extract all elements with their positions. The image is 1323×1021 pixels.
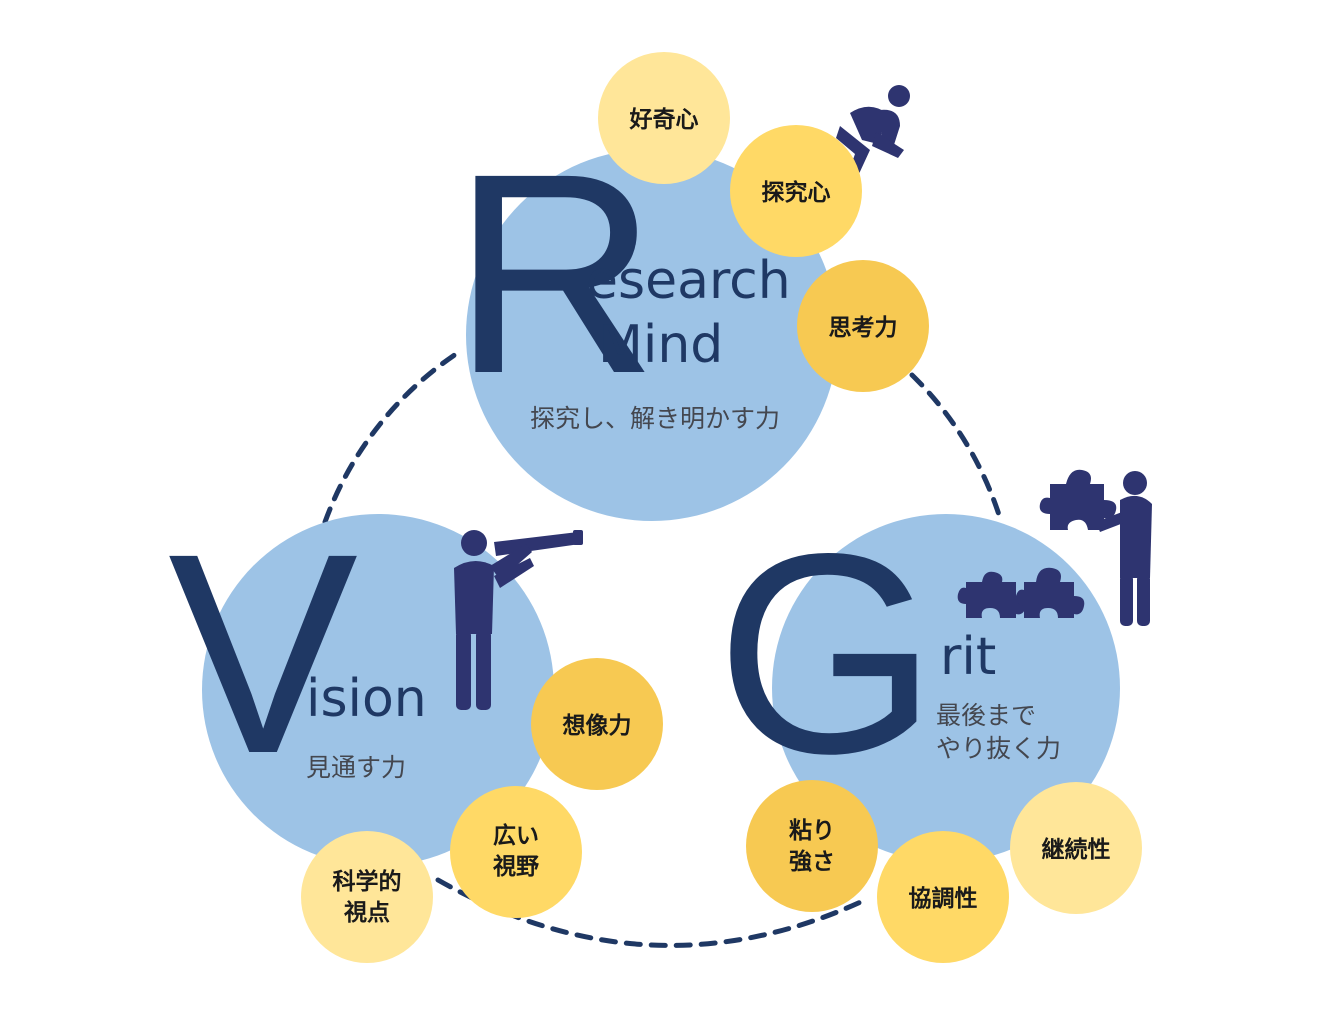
bubble-inquisitiveness: 探究心 (730, 125, 862, 257)
bubble-imagination-label: 想像力 (563, 712, 632, 739)
bubble-broad-view-line1: 広い (493, 822, 539, 849)
bubble-tenacity: 粘り 強さ (746, 780, 878, 912)
vision-subtitle: 見通す力 (306, 753, 406, 782)
grit-subtitle-line1: 最後まで (936, 701, 1036, 730)
bubble-continuity-label: 継続性 (1042, 836, 1111, 863)
bubble-scientific-view-line1: 科学的 (333, 868, 402, 895)
bubble-thinking-label: 思考力 (829, 315, 898, 341)
puzzle-pieces-icon (957, 567, 1085, 618)
telescope-person-icon (454, 530, 583, 710)
grit-word: rit (940, 627, 996, 687)
bubble-curiosity: 好奇心 (598, 52, 730, 184)
puzzle-person-icon (1039, 469, 1152, 626)
bubble-broad-view-line2: 視野 (492, 854, 539, 880)
bubble-broad-view: 広い 視野 (450, 786, 582, 918)
bubble-tenacity-line1: 粘り (789, 818, 835, 844)
bubble-continuity: 継続性 (1010, 782, 1142, 914)
bubble-thinking: 思考力 (797, 260, 929, 392)
thinking-person-icon (836, 85, 910, 176)
bubble-tenacity-line2: 強さ (789, 849, 835, 875)
bubble-inquisitiveness-label: 探究心 (762, 179, 831, 206)
vision-letter: V (168, 495, 359, 813)
research-subtitle: 探究し、解き明かす力 (530, 404, 780, 433)
bubble-curiosity-label: 好奇心 (629, 106, 699, 133)
bubble-scientific-view-line2: 視点 (343, 900, 390, 926)
bubble-scientific-view: 科学的 視点 (301, 831, 433, 963)
bubble-cooperation: 協調性 (877, 831, 1009, 963)
vision-word: ision (306, 669, 427, 729)
bubble-imagination: 想像力 (531, 658, 663, 790)
research-word-line1: esearch (586, 251, 791, 311)
research-word-line2: Mind (598, 315, 723, 375)
research-mind-circle (466, 149, 838, 521)
bubble-cooperation-label: 協調性 (909, 885, 978, 912)
grit-letter: G (716, 495, 938, 813)
grit-subtitle-line2: やり抜く力 (936, 734, 1061, 763)
